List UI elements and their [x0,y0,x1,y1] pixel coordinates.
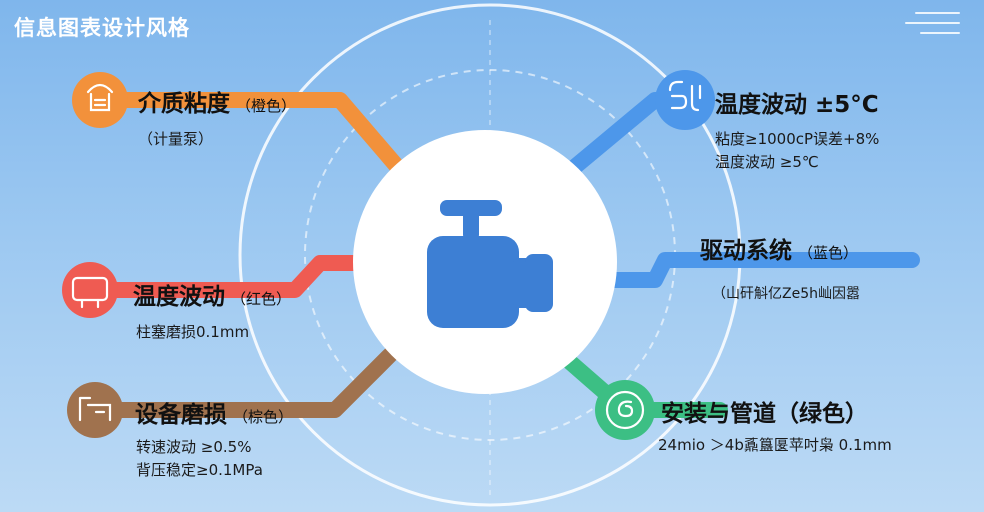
valve-pump-icon [427,200,553,328]
desc-line: （山矸斛亿Ze5h屾因嚣 [712,286,860,302]
node-viscosity-heading: 介质粘度 （橙色） [138,84,296,118]
node-viscosity-desc: （计量泵） [138,128,213,151]
pipe-fitting-icon [655,70,715,130]
node-temp-right-desc: 粘度≥1000cP误差+8% 温度波动 ≥5℃ [715,128,879,174]
node-wear-heading: 设备磨损 （棕色） [135,395,293,429]
connector-orange [92,92,408,178]
node-wear-title: 设备磨损 [135,402,227,428]
node-drive-tag: （蓝色） [798,244,859,262]
monitor-icon [62,262,118,318]
connector-brown [87,347,398,418]
node-install-desc: 24mio ＞4b鼒簋匽苹吋枭 0.1mm [658,434,892,457]
node-wear-tag: （棕色） [233,408,294,426]
node-drive-heading: 驱动系统 （蓝色） [700,231,858,265]
desc-line: 背压稳定≥0.1MPa [136,461,263,479]
node-temp-left-heading: 温度波动 （红色） [133,277,291,311]
page-title: 信息图表设计风格 [14,16,190,40]
node-install-heading: 安装与管道（绿色） [661,394,868,428]
menu-lines-icon[interactable] [905,12,960,42]
node-wear-desc: 转速波动 ≥0.5% 背压稳定≥0.1MPa [136,436,263,482]
node-viscosity-title: 介质粘度 [138,91,230,117]
node-temp-right-title: 温度波动 ±5°C [715,92,879,118]
wrench-gear-icon [67,382,123,438]
desc-line: 24mio ＞4b鼒簋匽苹吋枭 0.1mm [658,436,892,454]
node-temp-right-heading: 温度波动 ±5°C [715,85,879,119]
node-drive-desc: （山矸斛亿Ze5h屾因嚣 [712,283,860,306]
node-temp-left-desc: 柱塞磨损0.1mm [136,321,249,344]
desc-line: （计量泵） [138,130,214,148]
desc-line: 温度波动 ≥5℃ [715,153,819,171]
connector-red [82,255,363,298]
pipe-loop-icon [595,380,655,440]
node-temp-left-tag: （红色） [231,290,292,308]
desc-line: 粘度≥1000cP误差+8% [715,130,880,148]
desc-line: 转速波动 ≥0.5% [136,438,252,456]
node-viscosity-tag: （橙色） [236,97,297,115]
node-temp-left-title: 温度波动 [133,284,225,310]
node-drive-title: 驱动系统 [700,238,792,264]
connector-blue-mid [607,252,920,288]
pump-head-icon [72,72,128,128]
desc-line: 柱塞磨损0.1mm [136,323,250,341]
node-install-title: 安装与管道（绿色） [661,401,868,427]
